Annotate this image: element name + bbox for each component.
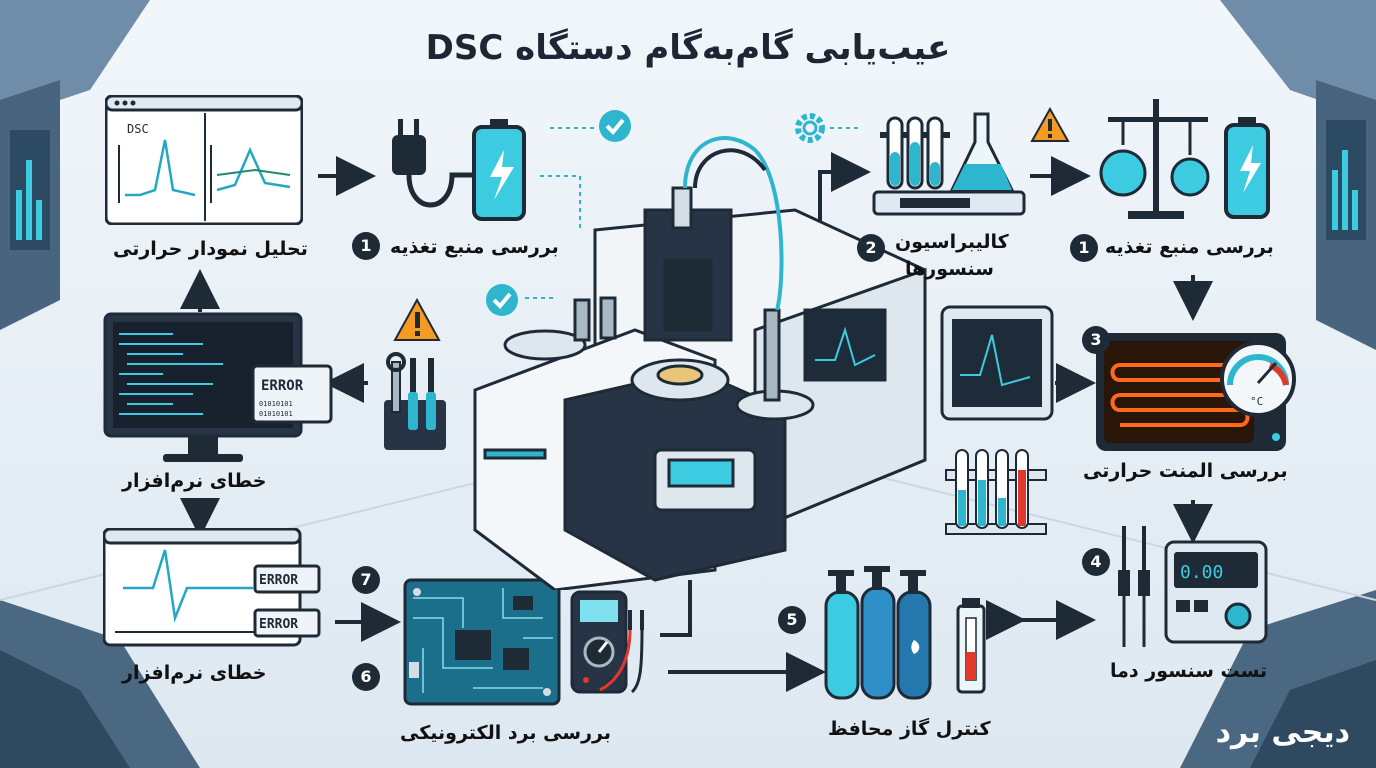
check-icon: [486, 284, 518, 316]
svg-text:DSC: DSC: [127, 122, 149, 136]
step-number-temp-sensor: 4: [1082, 548, 1110, 576]
power-supply-icon: [392, 119, 526, 221]
svg-text:ERROR: ERROR: [259, 617, 298, 632]
step-number-power-left: 1: [352, 232, 380, 260]
gear-icon: [795, 113, 825, 143]
temp-sensor-test-icon: 0.00: [1118, 526, 1268, 647]
arrow-calibration: [818, 152, 871, 230]
svg-text:0.00: 0.00: [1180, 562, 1223, 583]
label-heater-check: بررسی المنت حرارتی: [1083, 460, 1288, 482]
label-power-check-left: بررسی منبع تغذیه: [390, 236, 559, 258]
label-gas-control: کنترل گاز محافظ: [828, 718, 991, 740]
step-number-software-bottom: 7: [352, 566, 380, 594]
label-board-check: بررسی برد الکترونیکی: [400, 722, 611, 744]
thermal-chart-icon: DSC: [105, 95, 303, 225]
calibration-icon: [872, 112, 1026, 216]
brand-logo: دیجی برد: [1215, 715, 1350, 750]
warning-icon: [1030, 107, 1070, 142]
software-error-chart-icon: ERROR ERROR: [103, 528, 321, 647]
tools-icon: [384, 352, 446, 450]
svg-text:01010101: 01010101: [259, 410, 293, 418]
label-power-check-right: بررسی منبع تغذیه: [1105, 236, 1274, 258]
label-temp-sensor-test: تست سنسور دما: [1110, 660, 1268, 682]
svg-text:ERROR: ERROR: [261, 378, 304, 394]
gas-cylinders-icon: [824, 566, 986, 700]
page-title: عیب‌یابی گام‌به‌گام دستگاه DSC: [425, 28, 951, 68]
step-number-power-right: 1: [1070, 234, 1098, 262]
warning-icon: [393, 298, 441, 341]
dsc-instrument-icon: [473, 136, 927, 590]
svg-text:01010101: 01010101: [259, 400, 293, 408]
connector-device-to-board: [660, 580, 692, 637]
step-number-heater: 3: [1082, 326, 1110, 354]
step-number-gas: 5: [778, 606, 806, 634]
label-software-error-bottom: خطای نرم‌افزار: [122, 662, 267, 684]
label-software-error-top: خطای نرم‌افزار: [122, 470, 267, 492]
step-number-calibration: 2: [857, 234, 885, 262]
check-icon: [599, 110, 631, 142]
label-calibration-2: سنسورها: [905, 258, 994, 280]
balance-battery-icon: [1099, 99, 1270, 219]
label-thermal-analysis: تحلیل نمودار حرارتی: [113, 238, 308, 260]
software-error-monitor-icon: ERROR 01010101 01010101: [103, 312, 333, 462]
multimeter-icon: [570, 590, 644, 694]
monitor-icon: [940, 305, 1054, 421]
heater-element-icon: °C: [1096, 333, 1296, 451]
svg-text:ERROR: ERROR: [259, 573, 298, 588]
step-number-board: 6: [352, 663, 380, 691]
label-calibration-1: کالیبراسیون: [895, 231, 1009, 253]
test-tubes-icon: [945, 449, 1047, 535]
circuit-board-icon: [403, 578, 561, 706]
svg-text:°C: °C: [1250, 395, 1263, 408]
